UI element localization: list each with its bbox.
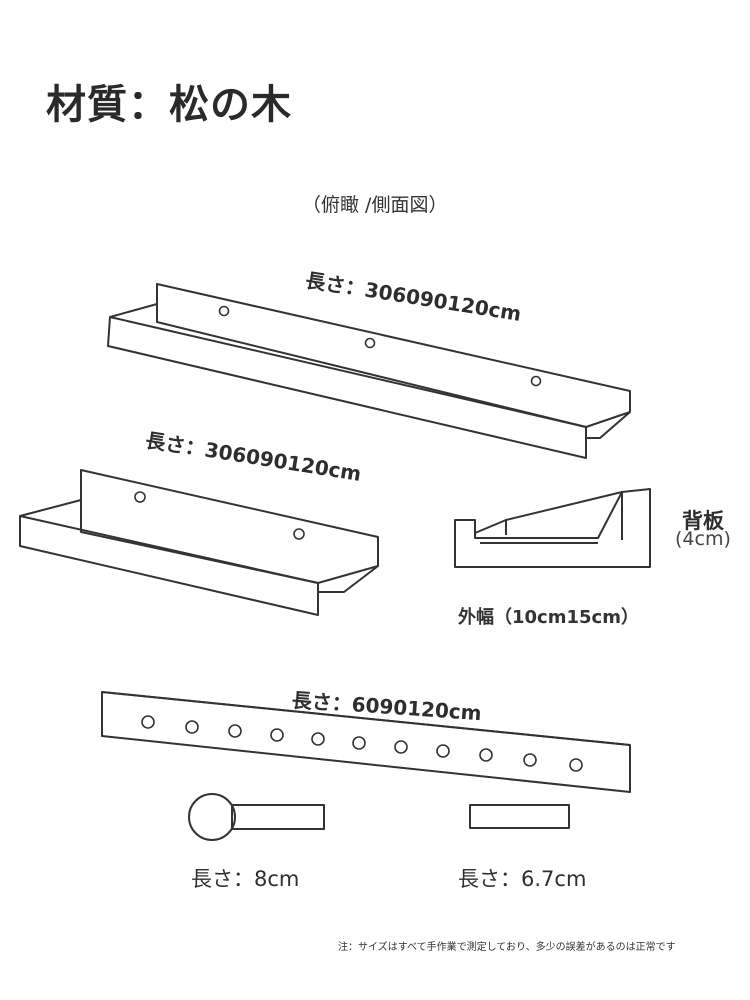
side-profile-drawing <box>454 488 651 568</box>
measurement-note: 注：サイズはすべて手作業で測定しており、多少の誤差があるのは正常です <box>338 942 676 953</box>
back-panel-height-label: (4cm) <box>675 528 731 550</box>
outer-width-label: 外幅（10cm15cm） <box>458 607 639 628</box>
long-shelf-drawing <box>107 283 631 459</box>
back-panel-label: 背板 <box>682 509 724 533</box>
view-caption: （俯瞰 /側面図） <box>302 194 448 216</box>
bar-piece-drawing <box>469 804 570 829</box>
hook-length-label: 長さ：8cm <box>191 867 300 891</box>
material-title: 材質：松の木 <box>46 82 292 128</box>
short-shelf-drawing <box>19 469 379 616</box>
rail-drawing <box>101 691 631 793</box>
hook-piece-drawing <box>188 793 325 841</box>
bar-length-label: 長さ：6.7cm <box>458 867 587 891</box>
